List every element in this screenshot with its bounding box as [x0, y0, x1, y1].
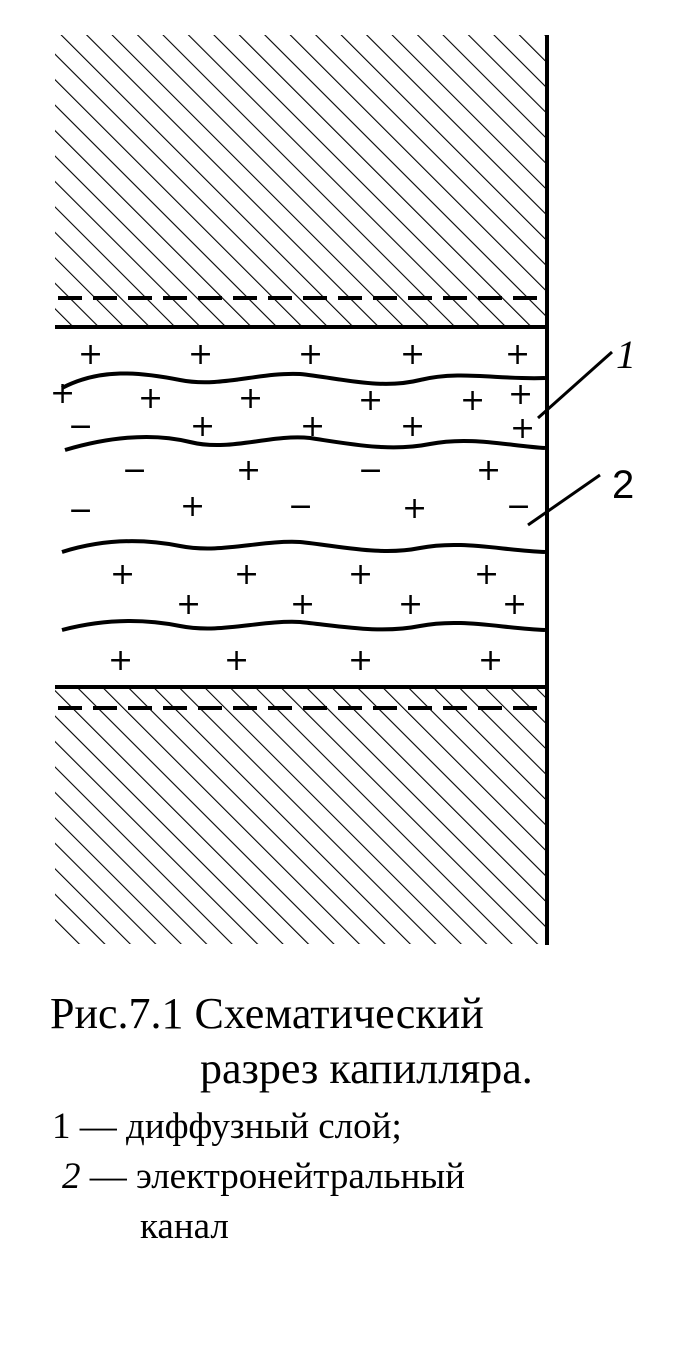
charge-symbols: + + + + + + + + + + + − + + + + − + − + …	[50, 337, 535, 678]
capillary-cross-section-diagram: + + + + + + + + + + + − + + + + − + − + …	[50, 35, 636, 945]
plus-sign: +	[348, 643, 373, 678]
plus-sign: +	[348, 557, 373, 592]
plus-sign: +	[510, 411, 535, 446]
plus-sign: +	[400, 409, 425, 444]
plus-sign: +	[478, 643, 503, 678]
plus-sign: +	[224, 643, 249, 678]
plus-sign: +	[508, 377, 533, 412]
plus-sign: +	[188, 337, 213, 372]
plus-sign: +	[238, 381, 263, 416]
minus-sign: −	[288, 489, 313, 524]
plus-sign: +	[108, 643, 133, 678]
wavy-boundary-1	[61, 371, 546, 390]
plus-sign: +	[234, 557, 259, 592]
minus-sign: −	[358, 453, 383, 488]
plus-sign: +	[298, 337, 323, 372]
label-1: 1	[616, 332, 636, 377]
legend-item-1-number: 1	[52, 1106, 71, 1147]
wavy-boundary-3	[61, 539, 546, 554]
legend-item-2-continuation: канал	[140, 1206, 229, 1247]
plus-sign: +	[474, 557, 499, 592]
plus-sign: +	[400, 337, 425, 372]
minus-sign: −	[506, 489, 531, 524]
plus-sign: +	[110, 557, 135, 592]
leader-line-1	[537, 350, 613, 420]
legend-item-2-text: — электронейтральный	[80, 1156, 465, 1197]
plus-sign: +	[190, 409, 215, 444]
upper-wall-hatching	[55, 35, 545, 325]
wavy-boundary-2	[64, 434, 546, 452]
caption-line-2: разрез капилляра.	[200, 1044, 533, 1093]
plus-sign: +	[236, 453, 261, 488]
plus-sign: +	[50, 376, 75, 411]
plus-sign: +	[358, 383, 383, 418]
minus-sign: −	[68, 409, 93, 444]
plus-sign: +	[502, 587, 527, 622]
plus-sign: +	[460, 383, 485, 418]
plus-sign: +	[398, 587, 423, 622]
legend-item-2: 2 — электронейтральный	[62, 1155, 465, 1198]
plus-sign: +	[505, 337, 530, 372]
legend-item-2-number: 2	[62, 1156, 81, 1197]
leader-line-2	[527, 473, 601, 527]
plus-sign: +	[300, 409, 325, 444]
plus-sign: +	[180, 489, 205, 524]
plus-sign: +	[176, 587, 201, 622]
legend-item-1: 1 — диффузный слой;	[52, 1105, 402, 1148]
minus-sign: −	[122, 453, 147, 488]
plus-sign: +	[78, 337, 103, 372]
lower-wall-hatching	[55, 688, 545, 944]
caption-line-1: Рис.7.1 Схематический	[50, 989, 484, 1038]
plus-sign: +	[476, 453, 501, 488]
label-2: 2	[612, 463, 634, 507]
plus-sign: +	[402, 491, 427, 526]
plus-sign: +	[290, 587, 315, 622]
wavy-boundary-4	[61, 619, 546, 632]
plus-sign: +	[138, 381, 163, 416]
minus-sign: −	[68, 493, 93, 528]
legend-item-1-text: — диффузный слой;	[70, 1106, 402, 1147]
